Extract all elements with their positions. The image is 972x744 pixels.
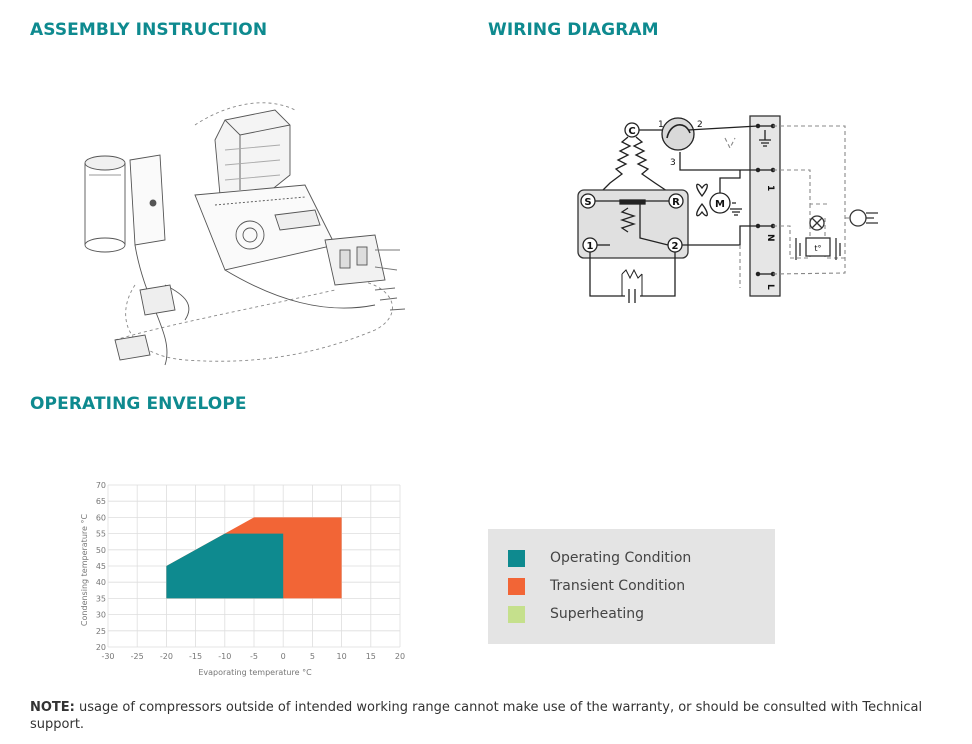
thermal-terminal-1-label: 1 bbox=[658, 120, 664, 130]
motor-label: M bbox=[715, 199, 725, 210]
x-axis-label: Evaporating temperature °C bbox=[198, 668, 312, 677]
y-tick-label: 30 bbox=[96, 611, 106, 620]
operating-envelope-heading: OPERATING ENVELOPE bbox=[30, 394, 247, 414]
thermal-terminal-3-label: 3 bbox=[670, 158, 676, 168]
x-tick-label: -15 bbox=[189, 652, 202, 661]
note-text: usage of compressors outside of intended… bbox=[30, 700, 923, 732]
y-tick-label: 50 bbox=[96, 546, 106, 555]
wiring-schematic: C S R 1 2 1 2 3 M 1 N L t° bbox=[577, 115, 878, 303]
legend-label-transient: Transient Condition bbox=[550, 578, 686, 594]
y-tick-label: 45 bbox=[96, 562, 106, 571]
operating-envelope-chart: -30 -25 -20 -15 -10 -5 0 5 10 15 20 20 25 30 35 40 45 50 5… bbox=[80, 481, 405, 677]
terminal-c-label: C bbox=[628, 126, 635, 137]
terminal-2-label: 2 bbox=[672, 241, 679, 252]
x-tick-label: 15 bbox=[366, 652, 376, 661]
warranty-note: NOTE: usage of compressors outside of in… bbox=[30, 699, 950, 733]
legend-item-transient: Transient Condition bbox=[508, 576, 685, 596]
y-tick-label: 65 bbox=[96, 497, 106, 506]
y-axis-label: Condensing temperature °C bbox=[80, 514, 89, 627]
assembly-instruction-heading: ASSEMBLY INSTRUCTION bbox=[30, 20, 268, 40]
x-tick-label: 0 bbox=[281, 652, 286, 661]
terminal-r-label: R bbox=[672, 197, 680, 208]
terminal-s-label: S bbox=[584, 197, 591, 208]
y-tick-label: 20 bbox=[96, 643, 106, 652]
wiring-diagram-heading: WIRING DIAGRAM bbox=[488, 20, 659, 40]
legend-item-operating: Operating Condition bbox=[508, 548, 691, 568]
legend-swatch-superheating bbox=[508, 605, 525, 623]
legend-item-superheating: Superheating bbox=[508, 604, 644, 624]
legend-label-superheating: Superheating bbox=[550, 606, 644, 622]
legend-swatch-operating bbox=[508, 549, 525, 567]
chart-ticks: -30 -25 -20 -15 -10 -5 0 5 10 15 20 20 25 30 35 40 45 50 5… bbox=[96, 481, 405, 661]
legend-label-operating: Operating Condition bbox=[550, 550, 692, 566]
y-tick-label: 40 bbox=[96, 578, 106, 587]
legend-swatch-transient bbox=[508, 577, 525, 595]
x-tick-label: 10 bbox=[337, 652, 347, 661]
area-operating-condition bbox=[166, 533, 284, 599]
x-tick-label: -30 bbox=[101, 652, 114, 661]
x-tick-label: 20 bbox=[395, 652, 405, 661]
strip-label-1: 1 bbox=[765, 185, 775, 191]
y-tick-label: 35 bbox=[96, 594, 106, 603]
assembly-drawing bbox=[84, 102, 406, 366]
y-tick-label: 25 bbox=[96, 627, 106, 636]
x-tick-label: 5 bbox=[310, 652, 315, 661]
x-tick-label: -10 bbox=[218, 652, 231, 661]
y-tick-label: 60 bbox=[96, 513, 106, 522]
strip-label-n: N bbox=[765, 234, 775, 242]
thermostat-label: t° bbox=[814, 244, 821, 253]
chart-areas bbox=[166, 517, 342, 599]
thermal-terminal-2-label: 2 bbox=[697, 120, 703, 130]
y-tick-label: 55 bbox=[96, 530, 106, 539]
y-tick-label: 70 bbox=[96, 481, 106, 490]
strip-label-l: L bbox=[765, 284, 775, 290]
x-tick-label: -5 bbox=[250, 652, 258, 661]
terminal-1-label: 1 bbox=[587, 241, 594, 252]
x-tick-label: -25 bbox=[131, 652, 144, 661]
chart-legend: Operating Condition Transient Condition … bbox=[488, 529, 775, 644]
note-prefix: NOTE: bbox=[30, 700, 75, 715]
x-tick-label: -20 bbox=[160, 652, 173, 661]
